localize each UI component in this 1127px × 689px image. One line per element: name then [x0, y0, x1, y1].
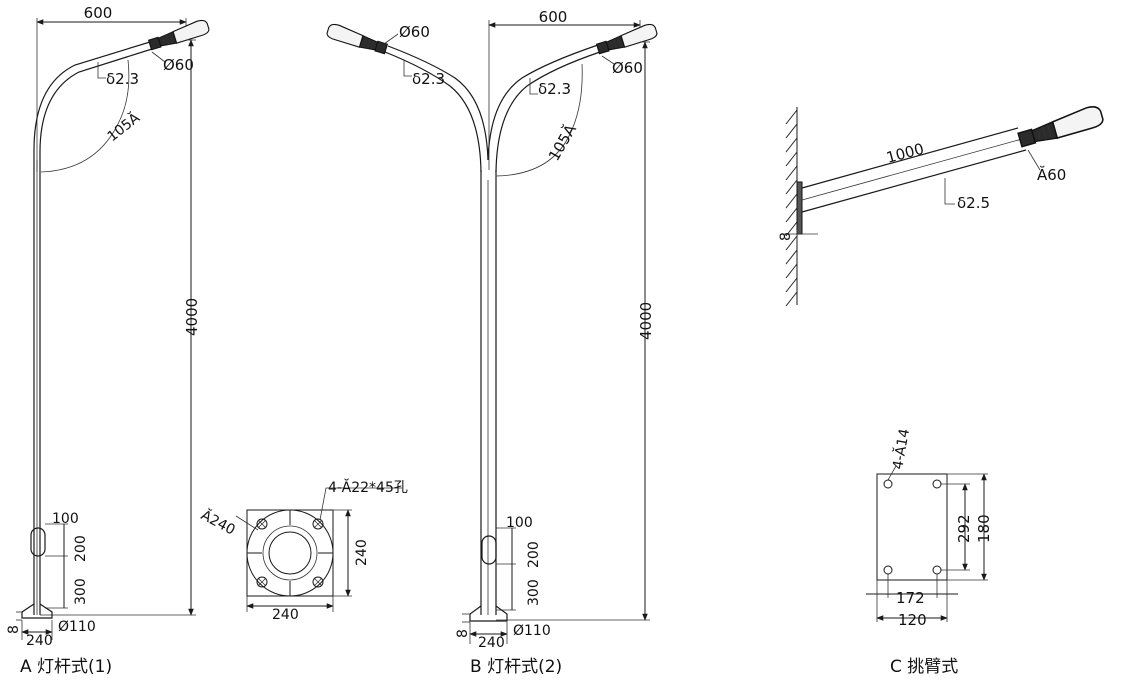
caption-b: B 灯杆式(2) — [470, 657, 562, 677]
figure-b-double-arm-pole: 600 Ø60 δ2.3 δ2.3 Ø60 105Ă 4000 — [325, 8, 659, 677]
wall-thickness-label: δ2.3 — [106, 70, 139, 88]
door-height-label: 200 — [73, 535, 89, 562]
pole-diameter-label: Ø110 — [58, 619, 96, 635]
c-wall-thickness-label: δ2.5 — [957, 194, 990, 212]
flange-holes-label: 4-Ă22*45孔 — [328, 478, 408, 496]
arm-angle-label: 105Ă — [103, 108, 143, 145]
angle-arc — [40, 59, 130, 173]
wall-plate-hole-spacing-h-label: 172 — [896, 589, 925, 607]
b-door-bottom-label: 300 — [526, 579, 542, 606]
pole-shaft-outline — [33, 41, 151, 615]
b-base-width-label: 240 — [478, 635, 505, 651]
b-left-lamp-diameter-label: Ø60 — [399, 23, 430, 41]
arm-reach-label: 600 — [84, 4, 113, 22]
base-width-label: 240 — [26, 633, 53, 649]
figure-c-wall-arm: 1000 Ă60 δ2.5 8 C 挑臂式 — [778, 103, 1106, 677]
wall-mount-plate — [796, 181, 803, 235]
c-lamp-diameter-label: Ă60 — [1037, 165, 1066, 184]
b-pole-diameter-label: Ø110 — [513, 623, 551, 639]
b-access-door — [481, 535, 497, 565]
b-left-lamp-head-icon — [325, 22, 390, 56]
flange-width-label: 240 — [272, 607, 299, 623]
access-door — [30, 527, 46, 557]
wall-plate-holes-label: 4-Ă14 — [888, 427, 913, 471]
flange-side-label: 240 — [354, 539, 370, 566]
caption-a: A 灯杆式(1) — [20, 657, 112, 677]
b-pole-height-label: 4000 — [637, 302, 655, 340]
caption-c: C 挑臂式 — [890, 657, 958, 677]
door-top-label: 100 — [52, 511, 79, 527]
c-arm-length-label: 1000 — [884, 140, 926, 167]
door-bottom-label: 300 — [73, 578, 89, 605]
wall-plate-width-label: 120 — [898, 611, 927, 629]
c-plate-thickness-label: 8 — [778, 232, 794, 241]
b-door-top-label: 100 — [506, 515, 533, 531]
figure-a-single-arm-pole: 600 105Ă δ2.3 Ø60 4000 100 200 300 — [6, 4, 211, 677]
wall-plate-height-label: 180 — [975, 514, 993, 543]
base-plate-label: 8 — [6, 625, 22, 634]
wall-plate-hole-spacing-v-label: 292 — [955, 514, 973, 543]
wall-plate-rect — [876, 473, 948, 581]
mount-hole — [883, 479, 893, 489]
wall-plate-detail: 4-Ă14 292 180 172 120 — [866, 427, 993, 629]
pole-height-label: 4000 — [183, 298, 201, 336]
b-base-plate-label: 8 — [455, 629, 471, 638]
b-right-wall-thickness-label: δ2.3 — [538, 80, 571, 98]
b-left-wall-thickness-label: δ2.3 — [412, 70, 445, 88]
b-arm-angle-label: 105Ă — [544, 120, 580, 164]
b-right-lamp-diameter-label: Ø60 — [612, 59, 643, 77]
bolt-slot — [256, 518, 324, 588]
b-right-lamp-head-icon — [594, 22, 659, 56]
flange-plate-view: 4-Ă22*45孔 Ă240 240 240 — [198, 478, 408, 623]
flange-circle-label: Ă240 — [198, 506, 239, 539]
c-lamp-head-icon — [1015, 103, 1106, 149]
b-arm-reach-label: 600 — [539, 8, 568, 26]
b-door-height-label: 200 — [526, 541, 542, 568]
lamp-diameter-label: Ø60 — [163, 56, 194, 74]
lamp-head-icon — [146, 18, 211, 52]
